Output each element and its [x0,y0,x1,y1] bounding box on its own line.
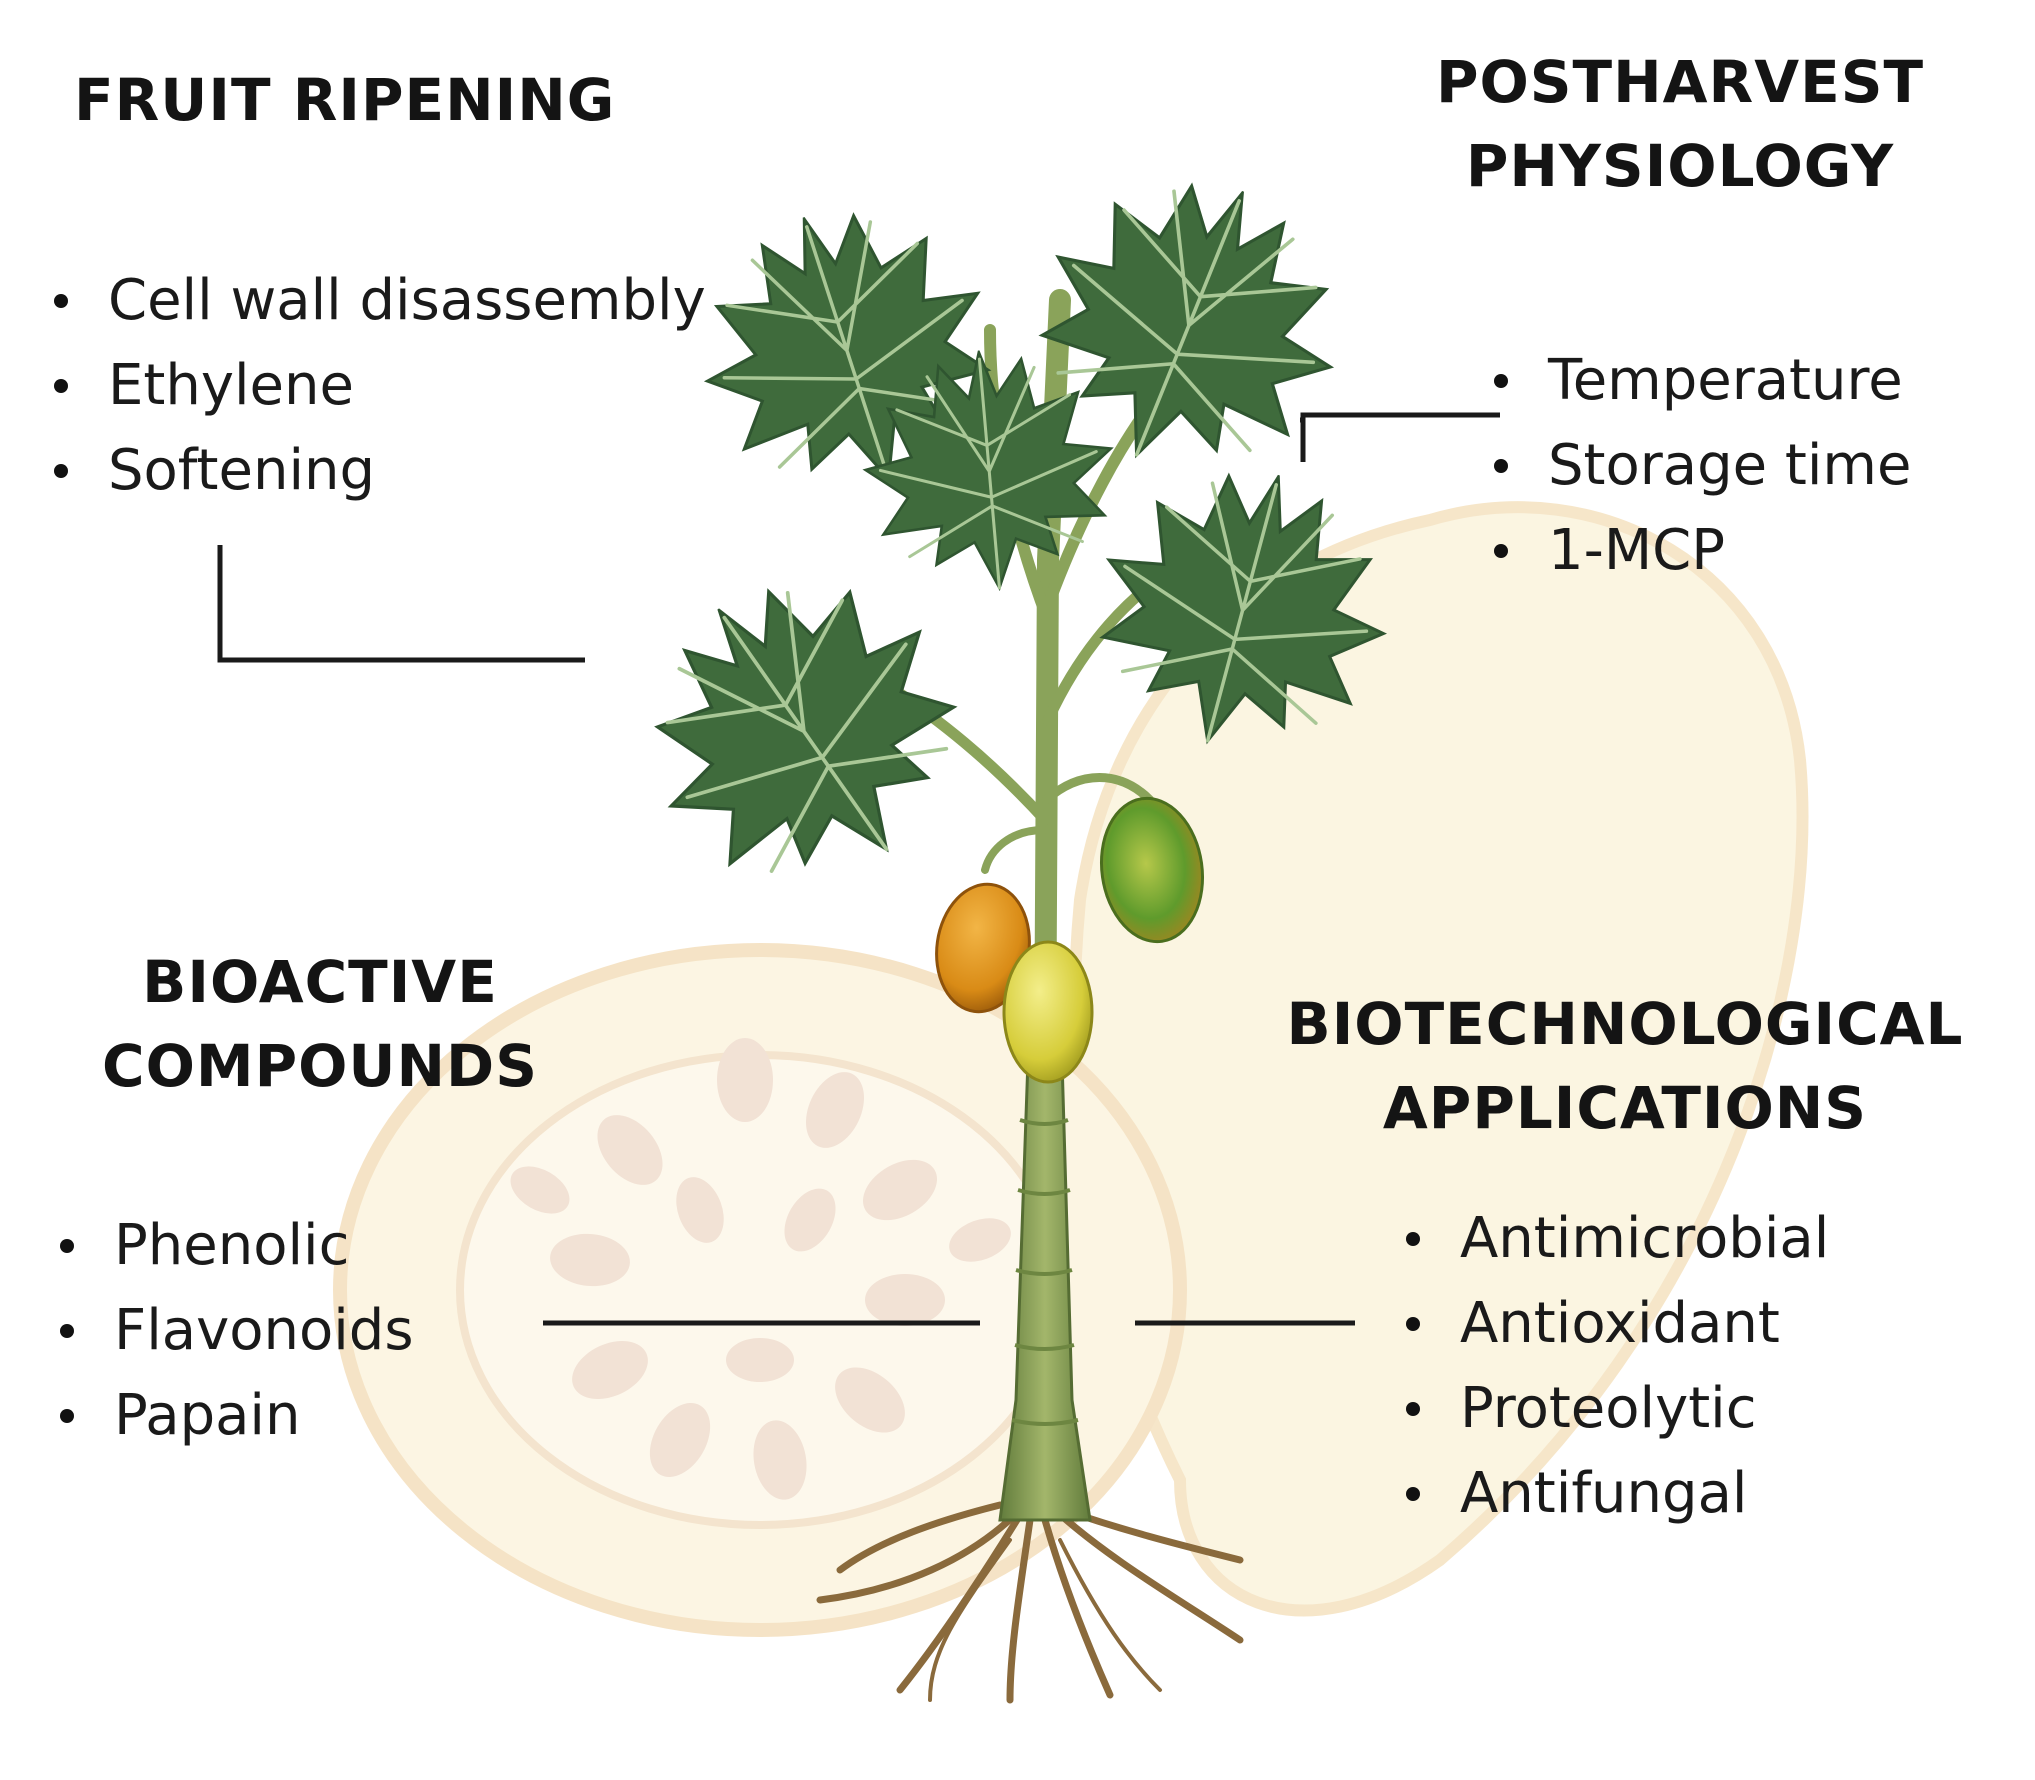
list-item: Temperature [1488,338,1911,423]
list-item: 1-MCP [1488,508,1911,593]
heading-biotech: BIOTECHNOLOGICAL APPLICATIONS [1240,982,2010,1150]
papaya-whole-fruit-background [1068,501,1809,1617]
heading-postharvest: POSTHARVEST PHYSIOLOGY [1410,40,1950,208]
heading-biotech-line2: APPLICATIONS [1382,1074,1868,1142]
papaya-plant-illustration [593,136,1418,1704]
heading-bioactive-line1: BIOACTIVE [142,948,498,1016]
list-item: Flavonoids [54,1288,414,1373]
list-item: Storage time [1488,423,1911,508]
papaya-fruit-yellow [1002,940,1094,1084]
heading-postharvest-line1: POSTHARVEST [1435,48,1925,116]
connector-fruit-ripening [217,545,585,663]
heading-biotech-line1: BIOTECHNOLOGICAL [1286,990,1964,1058]
list-fruit-ripening: Cell wall disassembly Ethylene Softening [48,258,706,513]
list-biotech: Antimicrobial Antioxidant Proteolytic An… [1400,1196,1829,1536]
trunk-rings [1011,1118,1079,1426]
list-item: Papain [54,1373,414,1458]
heading-fruit-ripening-text: FRUIT RIPENING [74,66,616,134]
connector-lines [217,412,1500,1326]
list-postharvest: Temperature Storage time 1-MCP [1488,338,1911,593]
list-item: Ethylene [48,343,706,428]
list-bioactive: Phenolic Flavonoids Papain [54,1203,414,1458]
list-item: Phenolic [54,1203,414,1288]
list-item: Antimicrobial [1400,1196,1829,1281]
list-item: Proteolytic [1400,1366,1829,1451]
connector-postharvest-line [1300,412,1500,462]
papaya-seeds-background [510,1038,1011,1500]
heading-fruit-ripening: FRUIT RIPENING [74,58,615,142]
heading-bioactive-line2: COMPOUNDS [102,1032,538,1100]
heading-bioactive: BIOACTIVE COMPOUNDS [60,940,580,1108]
background-papaya-illustration [333,501,1809,1637]
list-item: Antioxidant [1400,1281,1829,1366]
list-item: Antifungal [1400,1451,1829,1536]
list-item: Cell wall disassembly [48,258,706,343]
list-item: Softening [48,428,706,513]
papaya-fruit-green [1099,796,1205,944]
heading-postharvest-line2: PHYSIOLOGY [1465,132,1895,200]
